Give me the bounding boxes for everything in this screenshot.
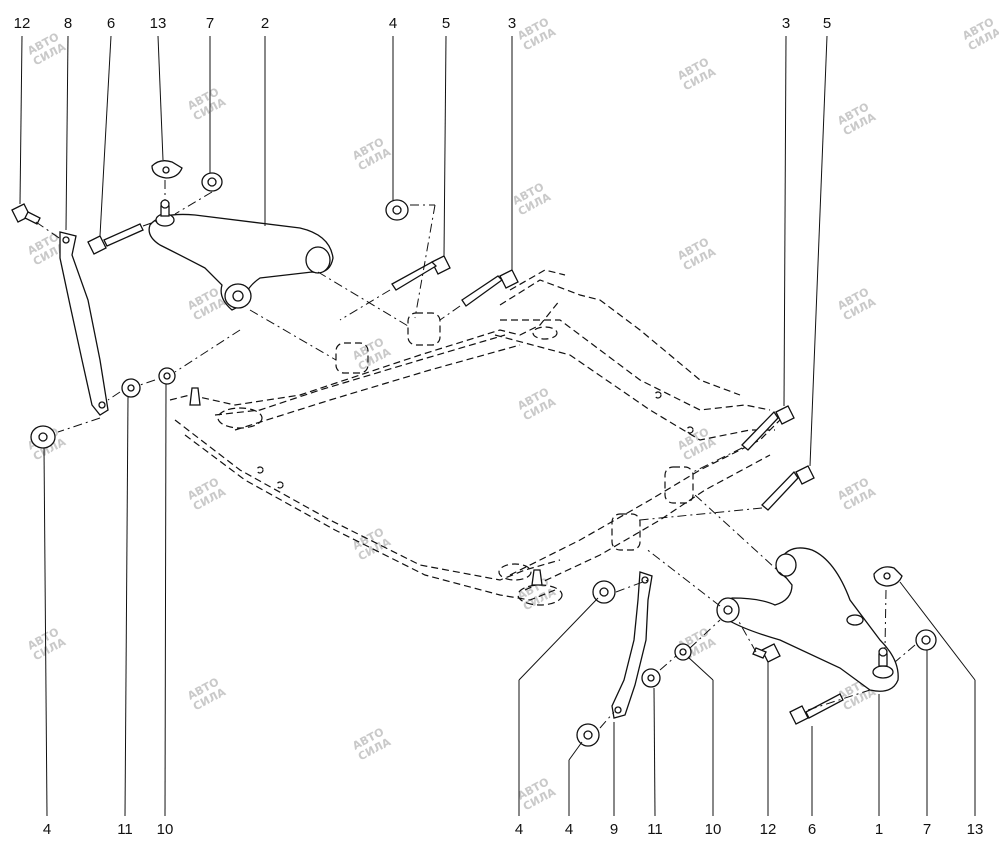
right-lower-arm xyxy=(716,547,899,692)
bolt-6-right xyxy=(789,693,844,725)
watermark-text: АВТОСИЛА xyxy=(515,385,558,424)
callout-top-7: 7 xyxy=(206,15,214,32)
callout-bottom-7: 7 xyxy=(923,821,931,838)
callout-bottom-13: 13 xyxy=(967,821,984,838)
watermark-text: АВТОСИЛА xyxy=(835,475,878,514)
watermark-text: АВТОСИЛА xyxy=(510,180,553,219)
bolt-5-top xyxy=(391,255,451,291)
watermark-text: АВТОСИЛА xyxy=(25,30,68,69)
callout-top-2: 2 xyxy=(261,15,269,32)
callout-bottom-10: 10 xyxy=(157,821,174,838)
callout-bottom-4c: 4 xyxy=(565,821,573,838)
watermark-text: АВТОСИЛА xyxy=(515,775,558,814)
bolts xyxy=(11,203,844,725)
callout-top-3: 3 xyxy=(508,15,516,32)
nuts-washers xyxy=(30,160,937,747)
watermark-text: АВТОСИЛА xyxy=(835,100,878,139)
right-link-bar xyxy=(611,571,653,719)
callout-top-5: 5 xyxy=(442,15,450,32)
left-lower-arm xyxy=(148,199,334,311)
watermark-text: АВТОСИЛА xyxy=(185,475,228,514)
bolt-3-top xyxy=(461,269,519,307)
callout-bottom-11: 11 xyxy=(117,821,133,838)
callout-bottom-9: 9 xyxy=(610,821,618,838)
subframe xyxy=(169,269,781,606)
callout-top-3b: 3 xyxy=(782,15,790,32)
watermark-text: АВТОСИЛА xyxy=(675,55,718,94)
watermark-text: АВТОСИЛА xyxy=(675,425,718,464)
leader-lines xyxy=(19,35,976,817)
callout-top-5b: 5 xyxy=(823,15,831,32)
watermark-text: АВТОСИЛА xyxy=(185,85,228,124)
watermark-text: АВТОСИЛА xyxy=(350,725,393,764)
bolt-5-right xyxy=(761,465,815,511)
callout-bottom-12: 12 xyxy=(760,821,777,838)
callout-bottom-4b: 4 xyxy=(515,821,523,838)
bolt-12-left xyxy=(11,203,41,225)
callout-bottom-1: 1 xyxy=(875,821,883,838)
assembly-lines xyxy=(35,180,916,729)
callout-top-4: 4 xyxy=(389,15,397,32)
bolt-3-right xyxy=(741,405,795,451)
watermark-text: АВТОСИЛА xyxy=(960,15,999,54)
callout-top-6: 6 xyxy=(107,15,115,32)
callout-bottom-10b: 10 xyxy=(705,821,722,838)
watermark-text: АВТОСИЛА xyxy=(675,235,718,274)
watermark-text: АВТОСИЛА xyxy=(350,135,393,174)
callout-bottom-6: 6 xyxy=(808,821,816,838)
watermark-text: АВТОСИЛА xyxy=(350,335,393,374)
bolt-6-left xyxy=(87,223,144,255)
callout-bottom-4: 4 xyxy=(43,821,51,838)
watermark-text: АВТОСИЛА xyxy=(515,15,558,54)
callout-labels: 12 8 6 13 7 2 4 5 3 3 5 4 11 10 4 4 9 11… xyxy=(14,15,984,838)
watermark-text: АВТОСИЛА xyxy=(185,675,228,714)
watermark-text: АВТОСИЛА xyxy=(350,525,393,564)
callout-top-12: 12 xyxy=(14,15,31,32)
callout-top-8: 8 xyxy=(64,15,72,32)
bolt-12-right xyxy=(752,643,781,663)
callout-top-13: 13 xyxy=(150,15,167,32)
watermark-text: АВТОСИЛА xyxy=(835,285,878,324)
left-link-bar xyxy=(59,231,109,416)
watermark-text: АВТОСИЛА xyxy=(25,625,68,664)
callout-bottom-11b: 11 xyxy=(647,821,663,838)
